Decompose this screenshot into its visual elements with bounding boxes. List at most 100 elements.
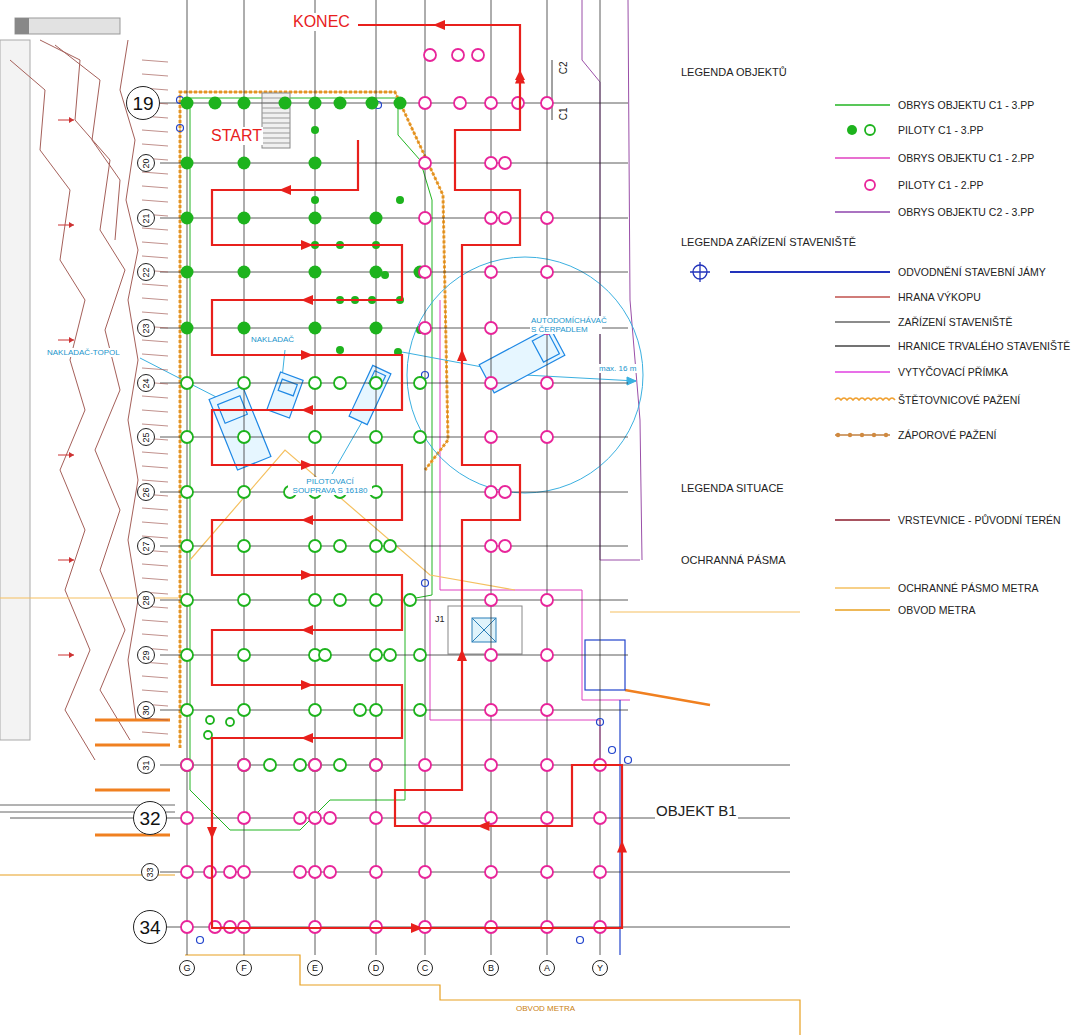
section-label: C1 <box>558 106 570 121</box>
c2-outline <box>582 0 642 560</box>
route-arrow <box>279 185 291 195</box>
pile-3pp <box>238 431 250 443</box>
slope-hatch <box>142 354 168 356</box>
pile-3pp <box>238 322 251 335</box>
route-arrow <box>301 515 313 525</box>
route-arrow <box>301 625 313 635</box>
pile-2pp <box>419 812 431 824</box>
grid-line <box>160 492 628 493</box>
legend-dot-sample <box>836 433 840 437</box>
dewatering-well <box>177 125 184 132</box>
piling-rig <box>349 365 391 424</box>
j1-cross <box>472 618 496 642</box>
outline-line <box>628 0 642 560</box>
pile-3pp <box>309 431 321 443</box>
legend-text: OBRYS OBJEKTU C1 - 3.PP <box>897 99 1035 111</box>
grid-bubble: 33 <box>141 863 159 881</box>
pile-2pp <box>309 866 321 878</box>
machine-cab <box>532 333 559 363</box>
outline-line <box>430 600 600 760</box>
slope-hatch <box>142 312 168 314</box>
slope-hatch <box>142 508 168 510</box>
pile-2pp <box>541 431 553 443</box>
legend-dot-sample <box>848 433 852 437</box>
hatch-bar-end <box>15 18 29 34</box>
legend-text: OBRYS OBJEKTU C2 - 3.PP <box>897 206 1035 218</box>
pile-2pp <box>324 812 336 824</box>
machines <box>209 327 565 470</box>
legend-pile-sample <box>865 125 875 135</box>
pile-3pp <box>238 540 250 552</box>
legend-line-sample <box>730 271 890 273</box>
legend-line-sample <box>835 345 890 346</box>
pile-2pp <box>485 97 497 109</box>
grid-bubble: B <box>483 960 499 976</box>
stair-step <box>262 143 290 144</box>
grid-number: 23 <box>141 323 150 333</box>
grid-bubble: 21 <box>137 209 155 227</box>
pile-2pp <box>309 759 321 771</box>
metro-boundary <box>185 955 800 1035</box>
pile-3pp <box>396 196 404 204</box>
pile-3pp <box>370 266 383 279</box>
grid-line <box>160 765 790 766</box>
grid-bubble: G <box>179 960 195 976</box>
pile-3pp <box>370 212 383 225</box>
pile-2pp <box>485 866 497 878</box>
route-arrow <box>515 70 525 80</box>
piles <box>181 49 607 933</box>
pile-3pp <box>366 97 379 110</box>
slope-hatch <box>142 144 168 146</box>
slope-hatch <box>142 368 168 370</box>
legend-line-sample <box>835 371 890 372</box>
grid-bubble: F <box>236 960 252 976</box>
plan-label: OBVOD METRA <box>515 1004 576 1013</box>
pile-2pp <box>485 157 497 169</box>
slope-hatch <box>142 452 168 454</box>
pile-2pp <box>294 812 306 824</box>
slope-hatch <box>142 634 168 636</box>
slope-hatch <box>142 620 168 622</box>
pile-2pp <box>485 266 497 278</box>
pile-3pp <box>334 594 346 606</box>
grid-bubble: 27 <box>137 537 155 555</box>
plan-label: NAKLADAČ-TOPOL <box>46 348 121 357</box>
generated-drawing <box>10 0 895 955</box>
slope-hatch <box>142 186 168 188</box>
pile-3pp <box>309 266 322 279</box>
reach-arrow <box>627 377 636 385</box>
pile-2pp <box>452 49 464 61</box>
grid-bubble: 31 <box>137 756 155 774</box>
pile-2pp <box>485 377 497 389</box>
grid-bubble: Y <box>592 960 608 976</box>
pile-3pp <box>238 97 251 110</box>
grid-number: Y <box>597 964 603 973</box>
route-arrow <box>301 733 313 743</box>
slope-hatch <box>142 256 168 258</box>
pile-3pp <box>309 759 321 771</box>
grid-number: 29 <box>141 650 150 660</box>
legend-text: ZÁPOROVÉ PAŽENÍ <box>897 429 997 441</box>
pile-2pp <box>541 212 553 224</box>
reach-circle <box>407 257 643 493</box>
legend-text: ZAŘÍZENÍ STAVENIŠTĚ <box>897 316 1014 328</box>
stair-step <box>262 138 290 139</box>
pile-2pp <box>419 759 431 771</box>
pile-3pp <box>238 594 250 606</box>
legend-heading: LEGENDA ZAŘÍZENÍ STAVENIŠTĚ <box>680 236 857 249</box>
legend-text: PILOTY C1 - 2.PP <box>897 179 985 191</box>
crane-reach <box>140 257 643 493</box>
pile-3pp <box>181 266 194 279</box>
legend-text: OBVOD METRA <box>897 604 977 616</box>
grid-number: G <box>183 964 190 973</box>
slope-hatch <box>142 60 168 62</box>
legend-well-sample <box>690 262 710 282</box>
route-arrow <box>457 349 467 361</box>
plan-label: NAKLADAČ <box>250 335 295 344</box>
stair-step <box>262 128 290 129</box>
slope-hatch <box>142 172 168 174</box>
slope-hatch <box>142 130 168 132</box>
grid-bubble: 25 <box>137 428 155 446</box>
pile-3pp <box>414 431 426 443</box>
